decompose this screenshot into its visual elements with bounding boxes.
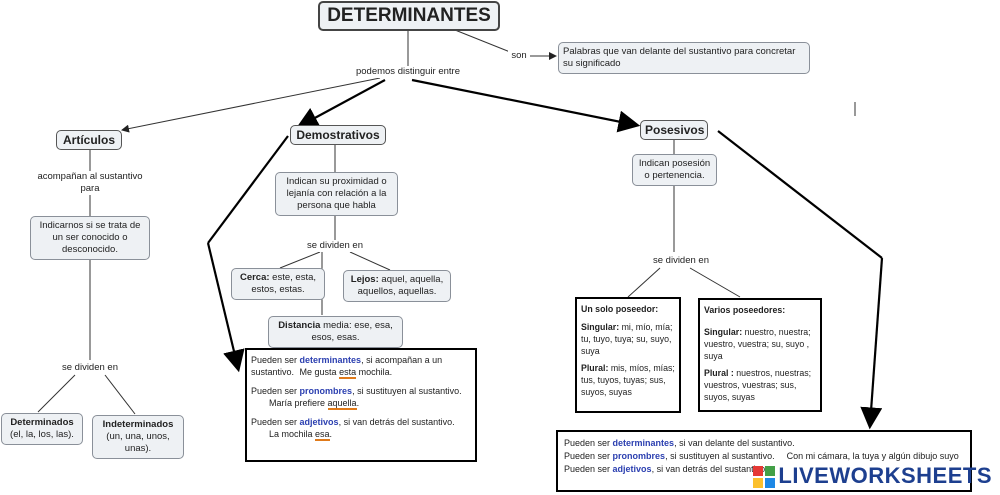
posesivos-uses-box: Pueden ser determinantes, si van delante…: [556, 430, 972, 492]
determinantes-term: determinantes: [299, 355, 362, 365]
node-articulos: Artículos: [56, 130, 122, 150]
cerca-items: este, esta, estos, estas.: [251, 272, 317, 295]
pronombres-term: pronombres: [299, 386, 353, 396]
articulos-link-dividen: se dividen en: [55, 362, 125, 374]
distancia-items: media: ese, esa, esos, esas.: [311, 320, 393, 343]
node-distancia: Distancia media: ese, esa, esos, esas.: [268, 316, 403, 348]
determinados-label: Determinados: [10, 417, 74, 428]
node-demostrativos: Demostrativos: [290, 125, 386, 145]
posesivos-desc: Indican posesión o pertenencia.: [632, 154, 717, 186]
posesivos-example: Con mi cámara, la tuya y algún dibujo su…: [786, 451, 959, 461]
adjetivos-term: adjetivos: [299, 417, 339, 427]
indeterminados-items: (un, una, unos, unas).: [106, 431, 170, 454]
posesivos-link-dividen: se dividen en: [646, 255, 716, 267]
node-determinados: Determinados (el, la, los, las).: [1, 413, 83, 445]
definition-node: Palabras que van delante del sustantivo …: [558, 42, 810, 74]
lejos-label: Lejos:: [350, 274, 379, 285]
liveworksheets-logo-icon: [753, 466, 776, 489]
node-lejos: Lejos: aquel, aquella, aquellos, aquella…: [343, 270, 451, 302]
cerca-label: Cerca:: [239, 272, 270, 283]
liveworksheets-watermark: LIVEWORKSHEETS: [753, 463, 992, 489]
demostrativos-uses-box: Pueden ser determinantes, si acompañan a…: [245, 348, 477, 462]
demostrativos-desc: Indican su proximidad o lejanía con rela…: [275, 172, 398, 216]
node-un-solo-poseedor: Un solo poseedor: Singular: mi, mío, mía…: [575, 297, 681, 413]
demostrativos-link-dividen: se dividen en: [300, 240, 370, 252]
node-posesivos: Posesivos: [640, 120, 708, 140]
link-acompanan: acompañan al sustantivo para: [30, 171, 150, 195]
lejos-items: aquel, aquella, aquellos, aquellas.: [357, 274, 444, 297]
articulos-desc: Indicarnos si se trata de un ser conocid…: [30, 216, 150, 260]
node-indeterminados: Indeterminados (un, una, unos, unas).: [92, 415, 184, 459]
determinados-items: (el, la, los, las).: [10, 429, 74, 440]
page-title: DETERMINANTES: [318, 1, 500, 31]
node-varios-poseedores: Varios poseedores: Singular: nuestro, nu…: [698, 298, 822, 412]
link-son: son: [508, 50, 530, 62]
node-cerca: Cerca: este, esta, estos, estas.: [231, 268, 325, 300]
distancia-label: Distancia: [278, 320, 321, 331]
link-distinguir: podemos distinguir entre: [348, 66, 468, 78]
indeterminados-label: Indeterminados: [102, 419, 174, 430]
